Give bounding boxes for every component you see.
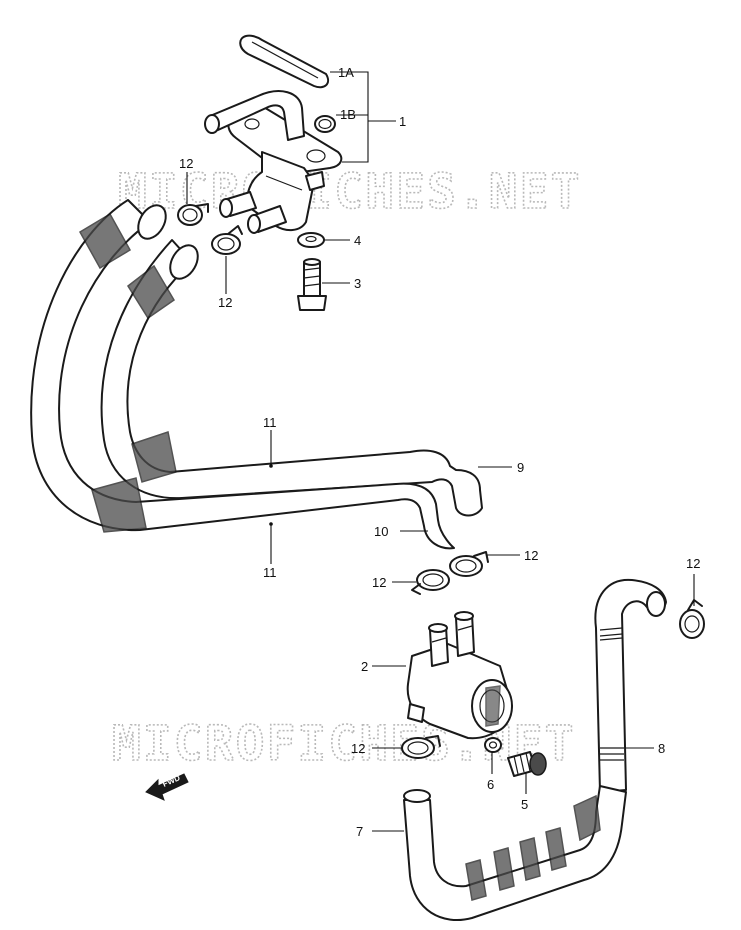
label-7: 7 — [356, 824, 363, 839]
clamp-12-mid-b — [411, 569, 450, 595]
label-5: 5 — [521, 797, 528, 812]
label-1: 1 — [399, 114, 406, 129]
washer-6 — [484, 737, 502, 753]
hose-7 — [403, 785, 627, 921]
label-6: 6 — [487, 777, 494, 792]
clamp-12-mid-a — [449, 551, 489, 577]
clamp-12-low — [401, 735, 441, 759]
label-12-a: 12 — [179, 156, 193, 171]
label-4: 4 — [354, 233, 361, 248]
clamp-12-top-b — [211, 225, 243, 255]
washer-4 — [297, 232, 325, 248]
leader-lines — [186, 71, 695, 832]
hose-9 — [100, 239, 483, 517]
clamp-12-right — [679, 599, 705, 639]
label-2: 2 — [361, 659, 368, 674]
label-11-top: 11 — [263, 415, 277, 430]
label-9: 9 — [517, 460, 524, 475]
o-ring-1b — [314, 115, 336, 133]
screw-5 — [507, 751, 547, 777]
bolt-3 — [297, 258, 327, 311]
label-1b: 1B — [340, 107, 356, 122]
label-12-c: 12 — [524, 548, 538, 563]
label-12-e: 12 — [372, 575, 386, 590]
fuel-cock-assembly — [204, 34, 343, 234]
label-12-b: 12 — [218, 295, 232, 310]
fwd-arrow-icon: FWD — [145, 773, 189, 801]
label-10: 10 — [374, 524, 388, 539]
label-11-bottom: 11 — [263, 565, 277, 580]
fuel-valve-2 — [406, 611, 513, 740]
label-12-d: 12 — [686, 556, 700, 571]
hose-8 — [594, 578, 667, 793]
label-3: 3 — [354, 276, 361, 291]
hose-10 — [30, 199, 455, 550]
label-12-f: 12 — [351, 741, 365, 756]
clamp-12-top-a — [177, 203, 209, 226]
gasket-1a — [239, 34, 330, 89]
label-1a: 1A — [338, 65, 354, 80]
label-8: 8 — [658, 741, 665, 756]
fuel-cock-pipe — [209, 90, 305, 141]
